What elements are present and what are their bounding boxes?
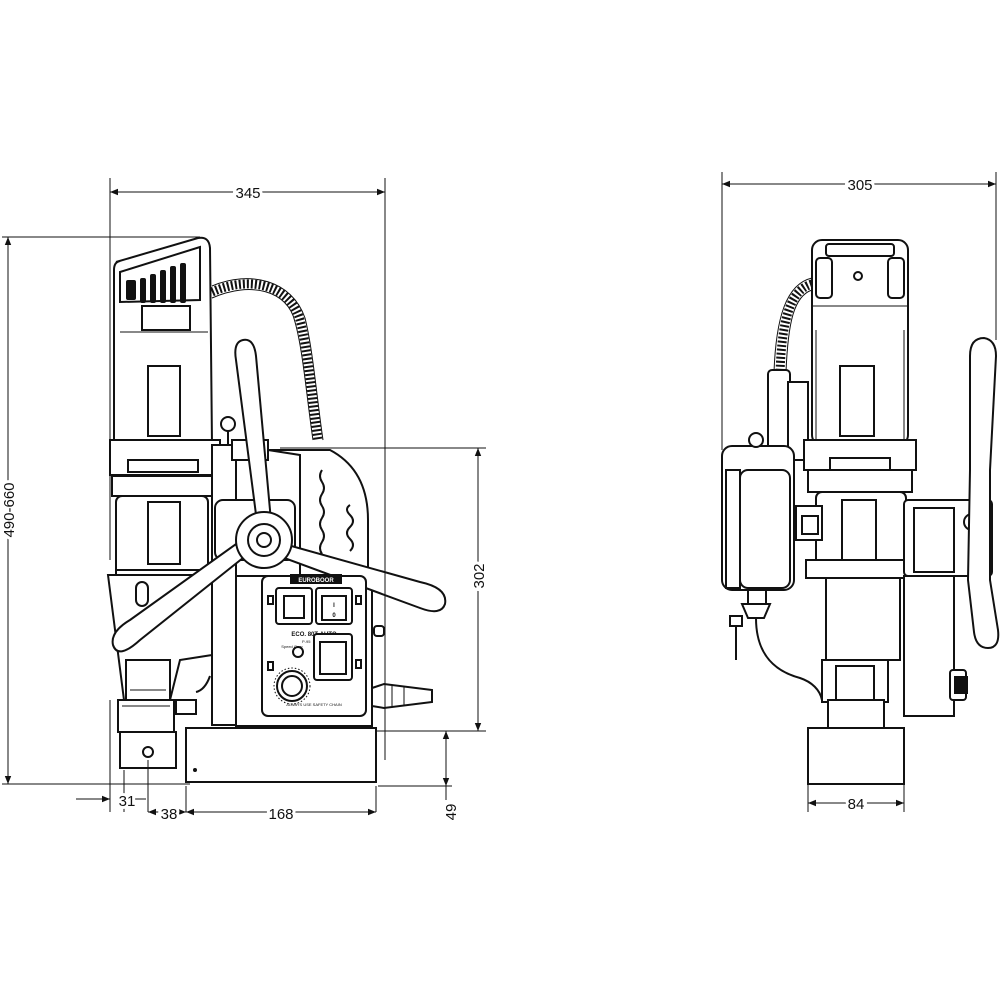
side-view	[721, 239, 1000, 785]
front-gearbox	[109, 439, 221, 581]
front-motor	[113, 236, 214, 446]
side-handle	[966, 336, 1000, 650]
panel-brand: EUROBOOR	[298, 578, 334, 584]
front-view: EUROBOOR I 0 ECO. 80T-AUTO Speed Gear P-…	[106, 236, 447, 783]
panel-p-label: P-95	[302, 639, 311, 644]
side-motor	[811, 239, 909, 446]
side-magnet-base	[807, 727, 905, 785]
side-dimensions: 305 84	[721, 172, 997, 816]
side-gearbox	[803, 439, 917, 579]
side-slide	[825, 577, 901, 661]
dim-front-base-height: 49	[443, 804, 460, 821]
dim-side-width: 305	[847, 177, 872, 194]
vent-slots	[126, 263, 186, 303]
front-spindle	[106, 574, 213, 769]
dim-front-width: 345	[235, 185, 260, 202]
side-hose	[775, 279, 814, 373]
switch-label-0: 0	[332, 613, 336, 619]
dim-front-base-width: 168	[268, 806, 293, 823]
switch-label-i: I	[333, 603, 335, 609]
panel-speed-label: Speed Gear	[281, 644, 303, 649]
speed-indicator	[292, 646, 304, 658]
front-dimensions: 345 490-660 302 49 31 38	[0, 178, 491, 826]
panel-warning: ALWAYS USE SAFETY CHAIN	[286, 702, 342, 707]
side-coolant-tank	[721, 432, 823, 701]
front-hose	[210, 279, 323, 441]
dim-front-offset-a: 31	[119, 793, 136, 810]
dim-front-stroke: 302	[471, 563, 488, 588]
control-panel: EUROBOOR I 0 ECO. 80T-AUTO Speed Gear P-…	[261, 574, 367, 717]
dim-front-offset-b: 38	[161, 806, 178, 823]
dim-side-base-width: 84	[848, 796, 865, 813]
front-magnet-base	[185, 727, 377, 783]
dim-front-height: 490-660	[1, 482, 18, 537]
